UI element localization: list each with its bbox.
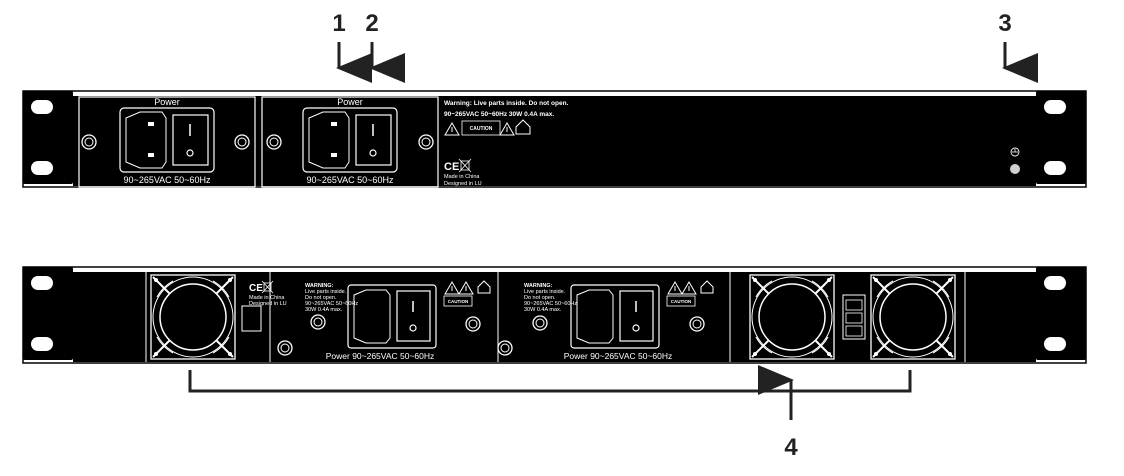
- weee-bin-icon: [263, 282, 272, 292]
- terminal-block: [842, 294, 866, 340]
- bottom-psu-2-warning-title: WARNING:: [524, 283, 553, 289]
- callout-4: 4: [188, 365, 912, 461]
- bottom-designed-in: Designed in LU: [249, 301, 287, 307]
- bottom-psu-1-caution: CAUTION: [448, 299, 469, 304]
- bottom-unit: CE Made in China Designed in LU WARNING:…: [22, 266, 1087, 364]
- ce-mark: CE: [249, 283, 263, 294]
- blank-plate: [241, 305, 262, 332]
- bottom-psu-2-warning-line2: Do not open.: [524, 295, 556, 301]
- indoor-use-icon: [515, 119, 531, 135]
- bottom-psu-2-warning-power: 30W 0.4A max.: [524, 307, 562, 313]
- callout-1-label: 1: [332, 10, 345, 37]
- bottom-psu-1-warning-line2: Do not open.: [305, 295, 337, 301]
- top-designed-in: Designed in LU: [444, 181, 482, 187]
- callout-2: 2: [365, 10, 405, 83]
- ce-mark: CE: [444, 161, 459, 173]
- psu-module-1: Power 90~265VAC 50~60Hz: [78, 96, 256, 188]
- psu-1-rating: 90~265VAC 50~60Hz: [124, 175, 211, 185]
- caution-box: [461, 120, 501, 136]
- callout-3: 3: [998, 10, 1038, 83]
- psu-module-2: Power 90~265VAC 50~60Hz: [261, 96, 439, 188]
- psu-2-rating: 90~265VAC 50~60Hz: [307, 175, 394, 185]
- ground-screw: [1010, 164, 1020, 174]
- power-switch-icon: [619, 290, 654, 342]
- top-chassis: [73, 96, 1036, 186]
- caution-box: [666, 295, 696, 307]
- power-switch-icon: [396, 290, 431, 342]
- rack-ear-right: [1036, 267, 1086, 360]
- indoor-use-icon: [700, 280, 714, 294]
- bottom-psu-1-warning-spec: 90~265VAC 50~60Hz: [305, 301, 358, 307]
- callout-4-label: 4: [784, 434, 798, 461]
- callout-2-label: 2: [365, 10, 378, 37]
- top-spec-text: 90~265VAC 50~60Hz 30W 0.4A max.: [444, 111, 554, 118]
- callout-1: 1: [332, 10, 372, 83]
- bottom-psu-1-rating: Power 90~265VAC 50~60Hz: [326, 351, 435, 361]
- caution-box: [443, 295, 473, 307]
- power-inlet-icon: [353, 289, 391, 344]
- top-made-in: Made in China: [444, 174, 480, 180]
- top-warning-label: Warning: Live parts inside. Do not open.…: [444, 100, 569, 187]
- power-inlet-icon: [308, 111, 350, 169]
- indoor-use-icon: [477, 280, 491, 294]
- rack-ear-left: [23, 267, 73, 360]
- psu-1-inlet-frame: [119, 107, 215, 173]
- top-caution-text: CAUTION: [470, 126, 493, 132]
- top-unit: Power 90~265VAC 50~60Hz Power 90~: [22, 90, 1087, 188]
- bottom-psu-2-caution: CAUTION: [671, 299, 692, 304]
- bottom-psu-1-warning-line1: Live parts inside.: [305, 289, 347, 295]
- psu-2-inlet-frame: [302, 107, 398, 173]
- bottom-psu-2-rating: Power 90~265VAC 50~60Hz: [564, 351, 673, 361]
- ground-terminal: [1010, 147, 1020, 174]
- bottom-psu-module-2: WARNING: Live parts inside. Do not open.…: [497, 272, 731, 362]
- power-switch-icon: [355, 114, 392, 166]
- top-warning-text: Warning: Live parts inside. Do not open.: [444, 100, 569, 107]
- bottom-psu-2-warning-spec: 90~265VAC 50~60Hz: [524, 301, 577, 307]
- callout-4-bracket: [188, 370, 912, 393]
- rack-ear-left: [23, 91, 73, 184]
- bottom-psu-module-1: WARNING: Live parts inside. Do not open.…: [269, 272, 499, 362]
- power-switch-icon: [172, 114, 209, 166]
- psu-2-title: Power: [337, 97, 363, 107]
- callout-3-label: 3: [998, 10, 1011, 37]
- rack-ear-right: [1036, 91, 1086, 184]
- bottom-compliance-label: CE Made in China Designed in LU: [249, 280, 287, 307]
- psu-1-title: Power: [154, 97, 180, 107]
- power-inlet-icon: [125, 111, 167, 169]
- bottom-psu-2-warning-line1: Live parts inside.: [524, 289, 566, 295]
- ground-symbol-icon: [1010, 147, 1020, 157]
- bottom-made-in: Made in China: [249, 295, 285, 301]
- bottom-psu-1-warning-power: 30W 0.4A max.: [305, 307, 343, 313]
- bottom-psu-1-warning-title: WARNING:: [305, 283, 334, 289]
- power-inlet-icon: [576, 289, 614, 344]
- weee-bin-icon: [460, 160, 470, 171]
